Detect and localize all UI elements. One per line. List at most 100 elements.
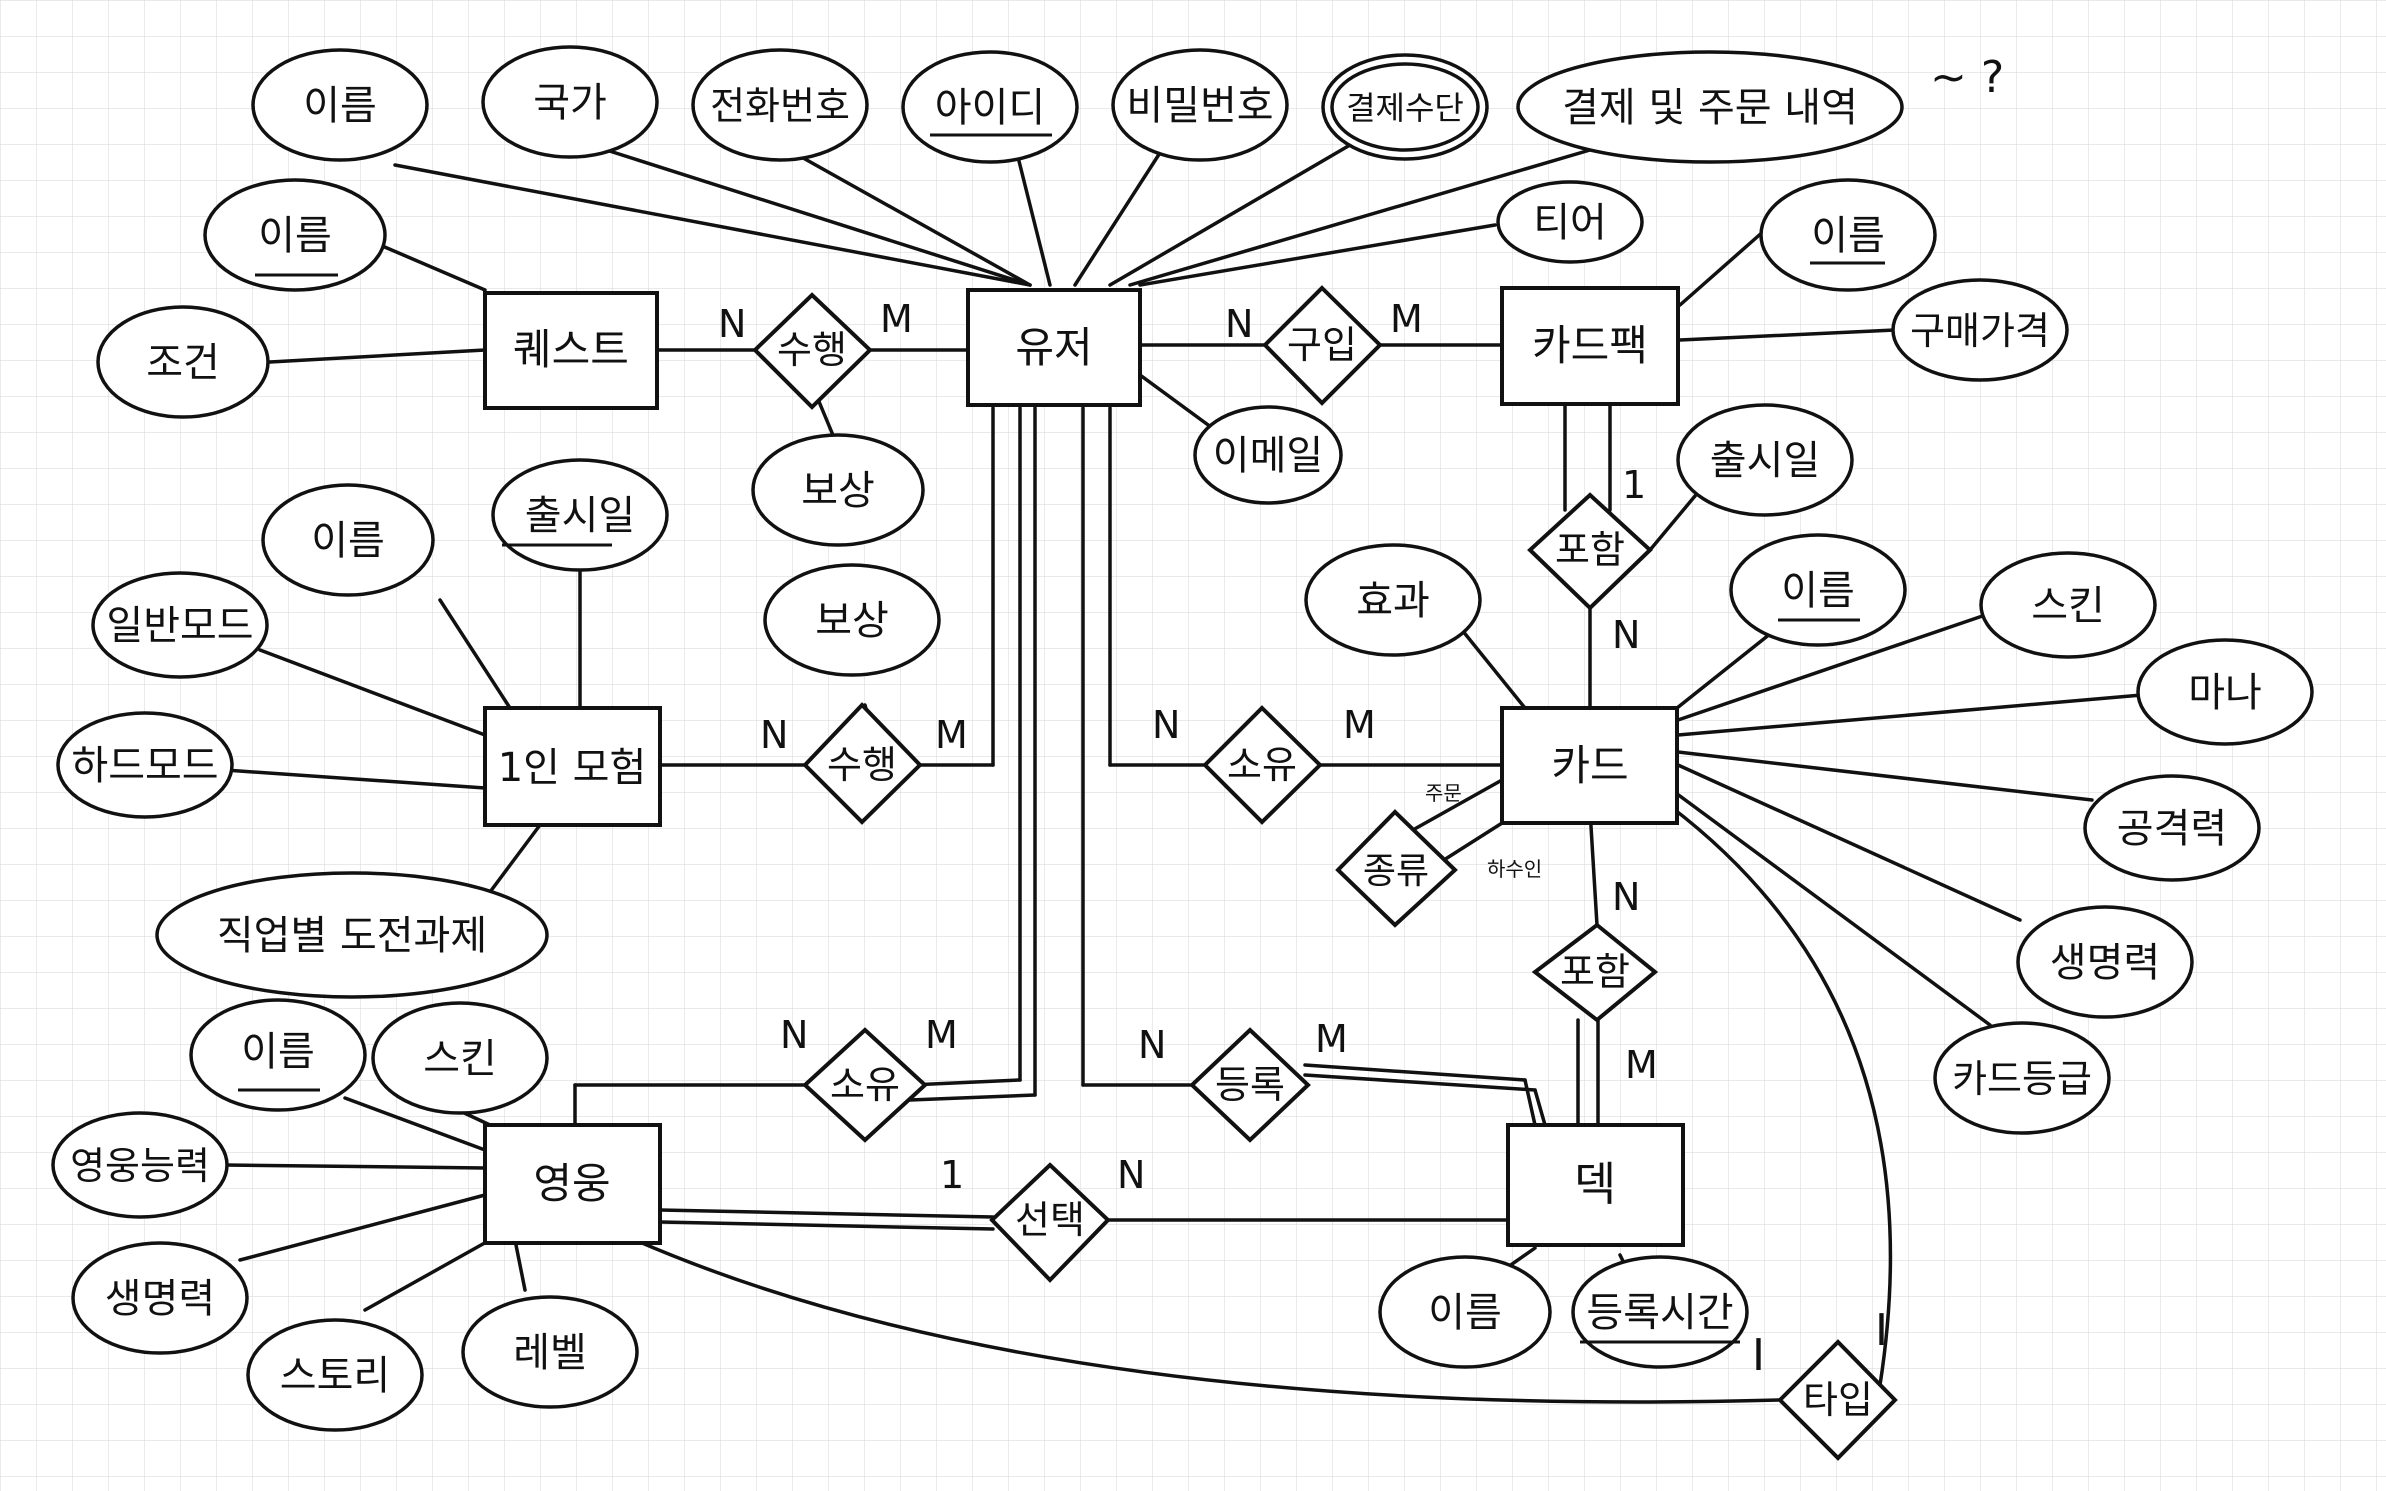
attr-user-tier[interactable]: 티어 [1496,180,1644,264]
entity-hero[interactable]: 영웅 [483,1123,662,1245]
attr-user-payment[interactable]: 결제수단 [1321,53,1489,161]
attr-hero-level[interactable]: 레벨 [461,1295,639,1409]
rel-kind[interactable]: 종류 [1335,809,1458,928]
attr-card-mana[interactable]: 마나 [2136,638,2314,746]
attr-solo-normal[interactable]: 일반모드 [91,571,269,679]
entity-solo-label: 1인 모험 [498,745,647,791]
attr-quest-reward[interactable]: 보상 [751,433,925,547]
attr-card-name[interactable]: 이름 [1729,533,1907,647]
attr-solo-release[interactable]: 출시일 [491,458,669,572]
attr-user-history-text: 결제 및 주문 내역 [1562,85,1858,131]
attr-card-effect[interactable]: 효과 [1304,543,1482,657]
attr-quest-name[interactable]: 이름 [203,178,387,292]
entity-quest[interactable]: 퀘스트 [483,291,659,410]
rel-select-label: 선택 [1015,1198,1085,1242]
attr-solo-hard[interactable]: 하드모드 [56,711,234,819]
attr-card-skin[interactable]: 스킨 [1979,551,2157,659]
attr-solo-release-text: 출시일 [525,493,635,539]
attr-user-name[interactable]: 이름 [251,48,429,162]
attr-solo-reward-text: 보상 [815,598,889,644]
label-register-m: M [1315,1017,1348,1061]
attr-hero-skin-text: 스킨 [423,1036,497,1082]
rel-buy-label: 구입 [1287,323,1357,367]
attr-quest-condition[interactable]: 조건 [96,305,270,419]
rel-quest-perform[interactable]: 수행 [752,292,873,410]
rel-own-hero[interactable]: 소유 [802,1027,928,1143]
attr-hero-story-text: 스토리 [280,1353,390,1399]
attr-user-history[interactable]: 결제 및 주문 내역 [1516,50,1904,164]
rel-solo-perform[interactable]: 수행 [802,702,923,825]
entity-card-label: 카드 [1551,741,1628,790]
attr-card-mana-text: 마나 [2188,670,2262,716]
attr-quest-name-text: 이름 [258,213,332,259]
attr-deck-name[interactable]: 이름 [1378,1255,1552,1369]
attr-deck-time[interactable]: 등록시간 [1571,1255,1749,1369]
attr-user-password[interactable]: 비밀번호 [1111,48,1289,162]
attr-user-email[interactable]: 이메일 [1193,405,1343,505]
label-kind-minion: 하수인 [1487,857,1542,881]
rel-select[interactable]: 선택 [989,1162,1111,1283]
rel-type-label: 타입 [1803,1378,1873,1422]
attr-pack-price[interactable]: 구매가격 [1891,278,2069,382]
rel-buy[interactable]: 구입 [1262,285,1383,406]
entity-solo[interactable]: 1인 모험 [483,706,662,827]
rel-quest-perform-label: 수행 [777,328,847,372]
label-owncard-m: M [1343,703,1376,747]
rel-type[interactable]: 타입 [1777,1339,1898,1461]
entity-cardpack[interactable]: 카드팩 [1500,286,1680,406]
attr-user-name-text: 이름 [303,83,377,129]
attr-user-payment-text: 결제수단 [1346,89,1464,127]
label-register-n: N [1138,1023,1166,1067]
attr-user-password-text: 비밀번호 [1126,83,1273,129]
entity-cardpack-label: 카드팩 [1532,321,1648,370]
attr-card-attack[interactable]: 공격력 [2083,774,2261,882]
label-incdeck-m: M [1625,1043,1658,1087]
attr-user-tier-text: 티어 [1533,200,1607,246]
attr-hero-ability-text: 영웅능력 [70,1144,210,1188]
attr-deck-time-text: 등록시간 [1586,1290,1733,1336]
label-buy-n: N [1225,302,1253,346]
attr-solo-name[interactable]: 이름 [261,483,435,597]
attr-user-id-text: 아이디 [935,85,1045,131]
attr-hero-hp[interactable]: 생명력 [71,1241,249,1355]
rel-include-pack[interactable]: 포함 [1527,492,1653,611]
label-buy-m: M [1390,297,1423,341]
rel-own-hero-label: 소유 [830,1063,900,1107]
attr-deck-name-text: 이름 [1428,1290,1502,1336]
attr-card-hp[interactable]: 생명력 [2016,905,2194,1019]
attr-user-country-text: 국가 [533,80,607,126]
entity-user[interactable]: 유저 [966,288,1142,407]
rel-own-card[interactable]: 소유 [1202,705,1323,825]
attr-pack-price-text: 구매가격 [1910,309,2050,353]
attr-user-phone[interactable]: 전화번호 [691,48,869,162]
attr-solo-hard-text: 하드모드 [71,743,218,789]
label-ownhero-m: M [925,1013,958,1057]
attr-pack-name[interactable]: 이름 [1759,178,1937,292]
rel-include-deck[interactable]: 포함 [1531,922,1659,1023]
label-pack-n: N [1612,613,1640,657]
attr-card-hp-text: 생명력 [2050,940,2160,986]
attr-pack-release[interactable]: 출시일 [1676,403,1854,517]
attr-card-grade[interactable]: 카드등급 [1933,1021,2111,1135]
attr-solo-challenge[interactable]: 직업별 도전과제 [155,871,549,999]
attr-hero-story[interactable]: 스토리 [246,1318,424,1432]
entity-card[interactable]: 카드 [1500,706,1679,825]
attr-user-country[interactable]: 국가 [481,45,659,159]
label-solo-n: N [760,713,788,757]
entity-deck[interactable]: 덱 [1506,1123,1685,1247]
attr-hero-skin[interactable]: 스킨 [371,1001,549,1115]
rel-include-pack-label: 포함 [1555,528,1625,572]
attr-solo-normal-text: 일반모드 [106,603,253,649]
entity-user-label: 유저 [1015,323,1092,372]
rel-register[interactable]: 등록 [1189,1027,1311,1143]
rel-include-deck-label: 포함 [1560,950,1630,994]
attr-hero-name[interactable]: 이름 [189,998,367,1112]
attr-solo-reward[interactable]: 보상 [763,563,941,677]
attr-hero-hp-text: 생명력 [105,1276,215,1322]
attr-solo-name-text: 이름 [311,518,385,564]
attr-user-id[interactable]: 아이디 [901,50,1079,164]
attr-hero-ability[interactable]: 영웅능력 [51,1111,229,1219]
rel-register-label: 등록 [1215,1063,1285,1107]
